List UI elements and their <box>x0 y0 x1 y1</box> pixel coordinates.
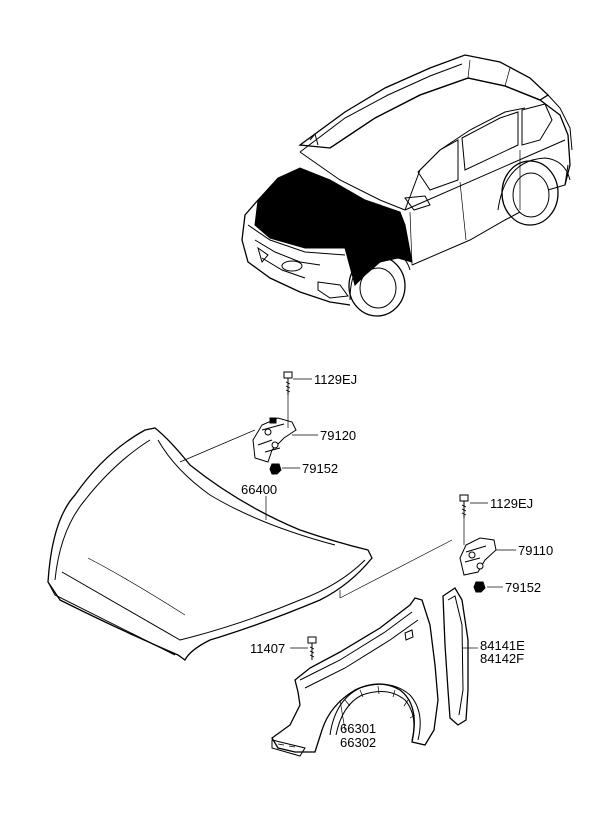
nut-icon <box>473 581 486 593</box>
callout-hinge-left: 79120 <box>320 428 356 443</box>
callout-bolt-top: 1129EJ <box>314 372 357 387</box>
bolt-icon <box>283 371 293 395</box>
hood-hinge-right <box>459 537 497 576</box>
callout-nut-right: 79152 <box>505 580 541 595</box>
callout-fender-2: 66302 <box>340 735 376 750</box>
callout-hinge-right: 79110 <box>518 543 553 558</box>
callout-hood: 66400 <box>241 482 277 497</box>
callout-labels: 1129EJ 79120 79152 66400 1129EJ 79110 79… <box>241 372 553 750</box>
callout-bolt-fender: 11407 <box>250 641 285 656</box>
callout-nut-left: 79152 <box>302 461 338 476</box>
callout-seal-1: 84141E <box>480 638 525 653</box>
nut-icon <box>269 463 282 475</box>
bolt-icon <box>459 494 469 518</box>
front-fender <box>271 597 439 757</box>
hood-panel <box>47 427 373 661</box>
bolt-icon <box>307 636 317 660</box>
callout-fender-1: 66301 <box>340 721 376 736</box>
callout-seal-2: 84142F <box>480 651 524 666</box>
leader-lines <box>179 378 516 731</box>
hood-hinge-left <box>252 417 297 463</box>
fender-seal <box>442 587 469 726</box>
vehicle-illustration <box>241 54 573 317</box>
callout-bolt-right: 1129EJ <box>490 496 533 511</box>
